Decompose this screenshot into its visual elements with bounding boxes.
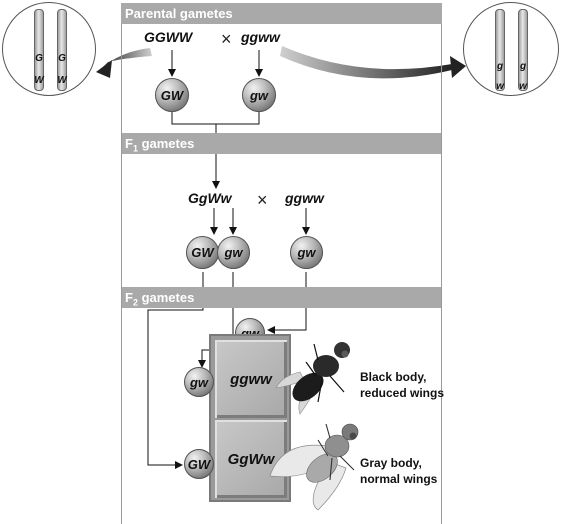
- f1-gamete-gw-2: gw: [290, 236, 323, 269]
- left-chromosome-1: [34, 9, 44, 91]
- left-chromosome-circle: G W G W: [2, 2, 96, 96]
- right-curved-arrow: [280, 46, 452, 79]
- f1-gamete-GW: GW: [186, 236, 219, 269]
- punnett-cell-GgWw: GgWw: [215, 420, 287, 498]
- parental-gametes-header: Parental gametes: [121, 3, 442, 24]
- f1-left-genotype: GgWw: [188, 190, 232, 206]
- f2-row-gamete-gw: gw: [184, 367, 214, 397]
- right-chromosome-2: [518, 9, 528, 91]
- punnett-cell-ggww: ggww: [215, 340, 287, 418]
- parental-gamete-gw: gw: [242, 78, 276, 112]
- parental-right-genotype: ggww: [241, 29, 280, 45]
- f1-cross-symbol: ×: [257, 190, 268, 210]
- left-chrom-2-top-allele: G: [58, 53, 66, 64]
- right-chromosome-circle: g w g w: [463, 2, 559, 96]
- punnett-square: ggww GgWw: [209, 334, 291, 502]
- f2-row-gamete-GW: GW: [184, 449, 214, 479]
- left-curved-arrow: [100, 48, 152, 70]
- left-chrom-1-top-allele: G: [35, 53, 43, 64]
- f1-gametes-header: F1 gametes: [121, 133, 442, 154]
- left-chrom-1-bottom-allele: W: [34, 75, 44, 86]
- right-arrowhead: [450, 56, 466, 78]
- f2-gametes-header: F2 gametes: [121, 287, 442, 308]
- left-chromosome-2: [57, 9, 67, 91]
- parental-gamete-GW: GW: [155, 78, 189, 112]
- right-chromosome-1: [495, 9, 505, 91]
- right-chrom-1-top-allele: g: [496, 61, 504, 72]
- parental-cross-symbol: ×: [221, 29, 232, 49]
- left-arrowhead: [96, 60, 112, 78]
- parental-left-genotype: GGWW: [144, 29, 193, 45]
- diagram-panel-border: [121, 24, 442, 524]
- f1-gamete-gw-1: gw: [217, 236, 250, 269]
- right-chrom-2-top-allele: g: [519, 61, 527, 72]
- f1-right-genotype: ggww: [285, 190, 324, 206]
- caption-black-body: Black body, reduced wings: [360, 370, 445, 400]
- right-chrom-1-bottom-allele: w: [496, 81, 504, 92]
- left-chrom-2-bottom-allele: W: [57, 75, 67, 86]
- right-chrom-2-bottom-allele: w: [519, 81, 527, 92]
- caption-gray-body: Gray body, normal wings: [360, 456, 438, 486]
